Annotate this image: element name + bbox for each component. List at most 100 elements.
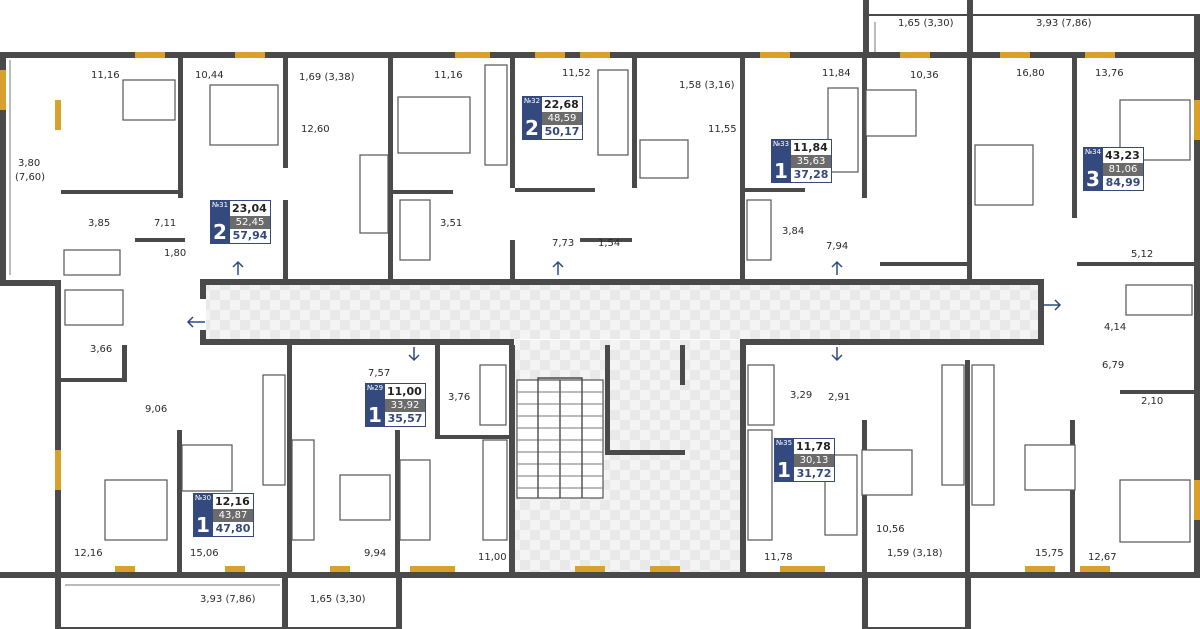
apartment-area-no-balcony: 33,92 bbox=[385, 399, 425, 412]
room-label-3-93-bot: 3,93 (7,86) bbox=[200, 594, 256, 605]
apartment-badge-side: №32 2 bbox=[522, 96, 542, 140]
room-label-3-84: 3,84 bbox=[782, 226, 804, 237]
apartment-number: №32 bbox=[523, 97, 541, 105]
apartment-number: №30 bbox=[194, 494, 212, 502]
apartment-rooms: 2 bbox=[525, 116, 539, 140]
apartment-living-area: 12,16 bbox=[215, 495, 250, 508]
room-label-3-85: 3,85 bbox=[88, 218, 110, 229]
room-label-3-51: 3,51 bbox=[440, 218, 462, 229]
apartment-living-area: 22,68 bbox=[544, 98, 579, 111]
room-label-5-12: 5,12 bbox=[1131, 249, 1153, 260]
room-label-1-65-bot: 1,65 (3,30) bbox=[310, 594, 366, 605]
apartment-badge-31: №31 2 23,04 52,45 57,94 bbox=[210, 200, 271, 244]
apartment-number: №34 bbox=[1084, 148, 1102, 156]
apartment-area-no-balcony: 43,87 bbox=[213, 509, 253, 522]
apartment-living-area: 43,23 bbox=[1105, 149, 1140, 162]
apartment-values: 12,16 43,87 47,80 bbox=[213, 493, 254, 537]
staircase bbox=[516, 377, 604, 499]
corridor bbox=[206, 285, 1038, 339]
apartment-total-area: 35,57 bbox=[387, 412, 423, 425]
room-label-2-10: 2,10 bbox=[1141, 396, 1163, 407]
room-label-7-11: 7,11 bbox=[154, 218, 176, 229]
room-label-1-80: 1,80 bbox=[164, 248, 186, 259]
apartment-total-area: 50,17 bbox=[544, 125, 580, 138]
entrance-arrows bbox=[186, 260, 1062, 362]
windows bbox=[0, 52, 1200, 572]
balcony-rails bbox=[9, 22, 876, 586]
room-label-9-94: 9,94 bbox=[364, 548, 386, 559]
room-label-16-80: 16,80 bbox=[1016, 68, 1045, 79]
apartment-total-area: 84,99 bbox=[1105, 176, 1141, 189]
room-label-10-44: 10,44 bbox=[195, 70, 224, 81]
room-label-10-56: 10,56 bbox=[876, 524, 905, 535]
apartment-living-area: 11,78 bbox=[796, 440, 831, 453]
room-label-1-58: 1,58 (3,16) bbox=[679, 80, 735, 91]
furniture bbox=[63, 64, 1193, 543]
room-label-7-57: 7,57 bbox=[368, 368, 390, 379]
apartment-badge-33: №33 1 11,84 35,63 37,28 bbox=[771, 139, 832, 183]
room-label-9-06: 9,06 bbox=[145, 404, 167, 415]
room-label-7-60: (7,60) bbox=[15, 172, 45, 183]
apartment-badge-side: №31 2 bbox=[210, 200, 230, 244]
apartment-total-area: 31,72 bbox=[796, 467, 832, 480]
apartment-rooms: 1 bbox=[196, 513, 210, 537]
room-label-1-54: 1,54 bbox=[598, 238, 620, 249]
room-label-11-55: 11,55 bbox=[708, 124, 737, 135]
room-label-12-67: 12,67 bbox=[1088, 552, 1117, 563]
apartment-area-no-balcony: 30,13 bbox=[794, 454, 834, 467]
apartment-living-area: 11,00 bbox=[387, 385, 422, 398]
room-label-15-75: 15,75 bbox=[1035, 548, 1064, 559]
room-label-7-73: 7,73 bbox=[552, 238, 574, 249]
room-labels: 11,16 10,44 1,69 (3,38) 12,60 11,16 11,5… bbox=[15, 18, 1163, 605]
apartment-values: 11,00 33,92 35,57 bbox=[385, 383, 426, 427]
apartment-values: 43,23 81,06 84,99 bbox=[1103, 147, 1144, 191]
apartment-badge-29: №29 1 11,00 33,92 35,57 bbox=[365, 383, 426, 427]
room-label-11-78: 11,78 bbox=[764, 552, 793, 563]
room-label-10-36: 10,36 bbox=[910, 70, 939, 81]
apartment-badge-30: №30 1 12,16 43,87 47,80 bbox=[193, 493, 254, 537]
apartment-values: 11,84 35,63 37,28 bbox=[791, 139, 832, 183]
room-label-1-69: 1,69 (3,38) bbox=[299, 72, 355, 83]
apartment-total-area: 47,80 bbox=[215, 522, 251, 535]
room-label-11-16-a: 11,16 bbox=[91, 70, 120, 81]
apartment-number: №29 bbox=[366, 384, 384, 392]
apartment-living-area: 23,04 bbox=[232, 202, 267, 215]
room-label-3-29: 3,29 bbox=[790, 390, 812, 401]
apartment-number: №31 bbox=[211, 201, 229, 209]
apartment-badge-35: №35 1 11,78 30,13 31,72 bbox=[774, 438, 835, 482]
apartment-badge-side: №33 1 bbox=[771, 139, 791, 183]
apartment-rooms: 1 bbox=[368, 403, 382, 427]
apartment-rooms: 1 bbox=[777, 458, 791, 482]
apartment-rooms: 1 bbox=[774, 159, 788, 183]
room-label-2-91: 2,91 bbox=[828, 392, 850, 403]
apartment-values: 23,04 52,45 57,94 bbox=[230, 200, 271, 244]
room-label-11-52: 11,52 bbox=[562, 68, 591, 79]
room-label-4-14: 4,14 bbox=[1104, 322, 1126, 333]
apartment-badge-side: №35 1 bbox=[774, 438, 794, 482]
apartment-area-no-balcony: 52,45 bbox=[230, 216, 270, 229]
apartment-area-no-balcony: 48,59 bbox=[542, 112, 582, 125]
room-label-3-80: 3,80 bbox=[18, 158, 40, 169]
room-label-1-65-top: 1,65 (3,30) bbox=[898, 18, 954, 29]
apartment-rooms: 2 bbox=[213, 220, 227, 244]
room-label-15-06: 15,06 bbox=[190, 548, 219, 559]
apartment-area-no-balcony: 81,06 bbox=[1103, 163, 1143, 176]
apartment-values: 11,78 30,13 31,72 bbox=[794, 438, 835, 482]
apartment-badge-34: №34 3 43,23 81,06 84,99 bbox=[1083, 147, 1144, 191]
apartment-number: №33 bbox=[772, 140, 790, 148]
room-label-1-59: 1,59 (3,18) bbox=[887, 548, 943, 559]
room-label-3-76: 3,76 bbox=[448, 392, 470, 403]
room-label-7-94: 7,94 bbox=[826, 241, 848, 252]
room-label-13-76: 13,76 bbox=[1095, 68, 1124, 79]
apartment-badge-side: №29 1 bbox=[365, 383, 385, 427]
room-label-11-16-b: 11,16 bbox=[434, 70, 463, 81]
apartment-rooms: 3 bbox=[1086, 167, 1100, 191]
apartment-values: 22,68 48,59 50,17 bbox=[542, 96, 583, 140]
room-label-12-16: 12,16 bbox=[74, 548, 103, 559]
apartment-total-area: 57,94 bbox=[232, 229, 268, 242]
apartment-living-area: 11,84 bbox=[793, 141, 828, 154]
apartment-number: №35 bbox=[775, 439, 793, 447]
room-label-3-93-top: 3,93 (7,86) bbox=[1036, 18, 1092, 29]
apartment-badge-side: №34 3 bbox=[1083, 147, 1103, 191]
